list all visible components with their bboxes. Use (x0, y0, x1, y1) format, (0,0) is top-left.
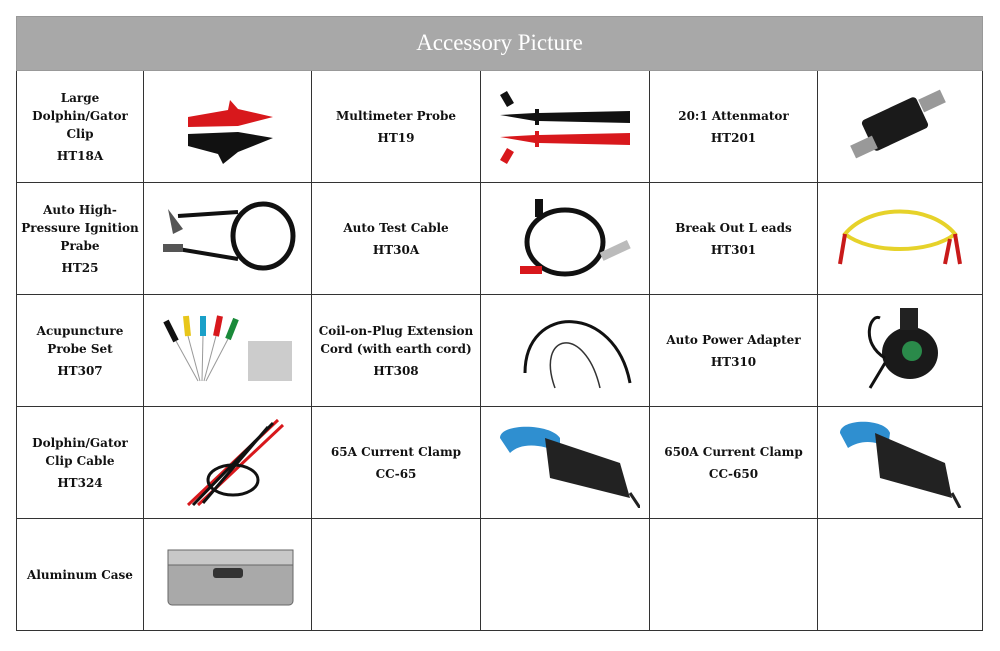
empty-cell (311, 518, 481, 631)
empty-cell (816, 518, 984, 631)
table-row: Aluminum Case (16, 518, 984, 631)
current-clamp-icon (480, 406, 650, 519)
power-adapter-icon (816, 294, 984, 407)
gator-clip-cable-icon (143, 406, 312, 519)
table-title: Accessory Picture (15, 16, 984, 71)
empty-cell (649, 518, 818, 631)
aluminum-case-icon (143, 518, 312, 631)
break-out-leads-icon (816, 182, 984, 295)
item-label: Aluminum Case (16, 518, 144, 631)
ignition-probe-icon (143, 182, 312, 295)
gator-clip-icon (143, 70, 312, 183)
empty-cell (480, 518, 650, 631)
test-cable-icon (480, 182, 650, 295)
item-label: Coil-on-Plug Extension Cord (with earth … (311, 294, 481, 407)
acupuncture-probes-icon (143, 294, 312, 407)
multimeter-probe-icon (480, 70, 650, 183)
attenuator-icon (816, 70, 984, 183)
current-clamp-icon (816, 406, 984, 519)
accessory-table: Accessory Picture Large Dolphin/Gator Cl… (15, 16, 984, 631)
extension-cord-icon (480, 294, 650, 407)
